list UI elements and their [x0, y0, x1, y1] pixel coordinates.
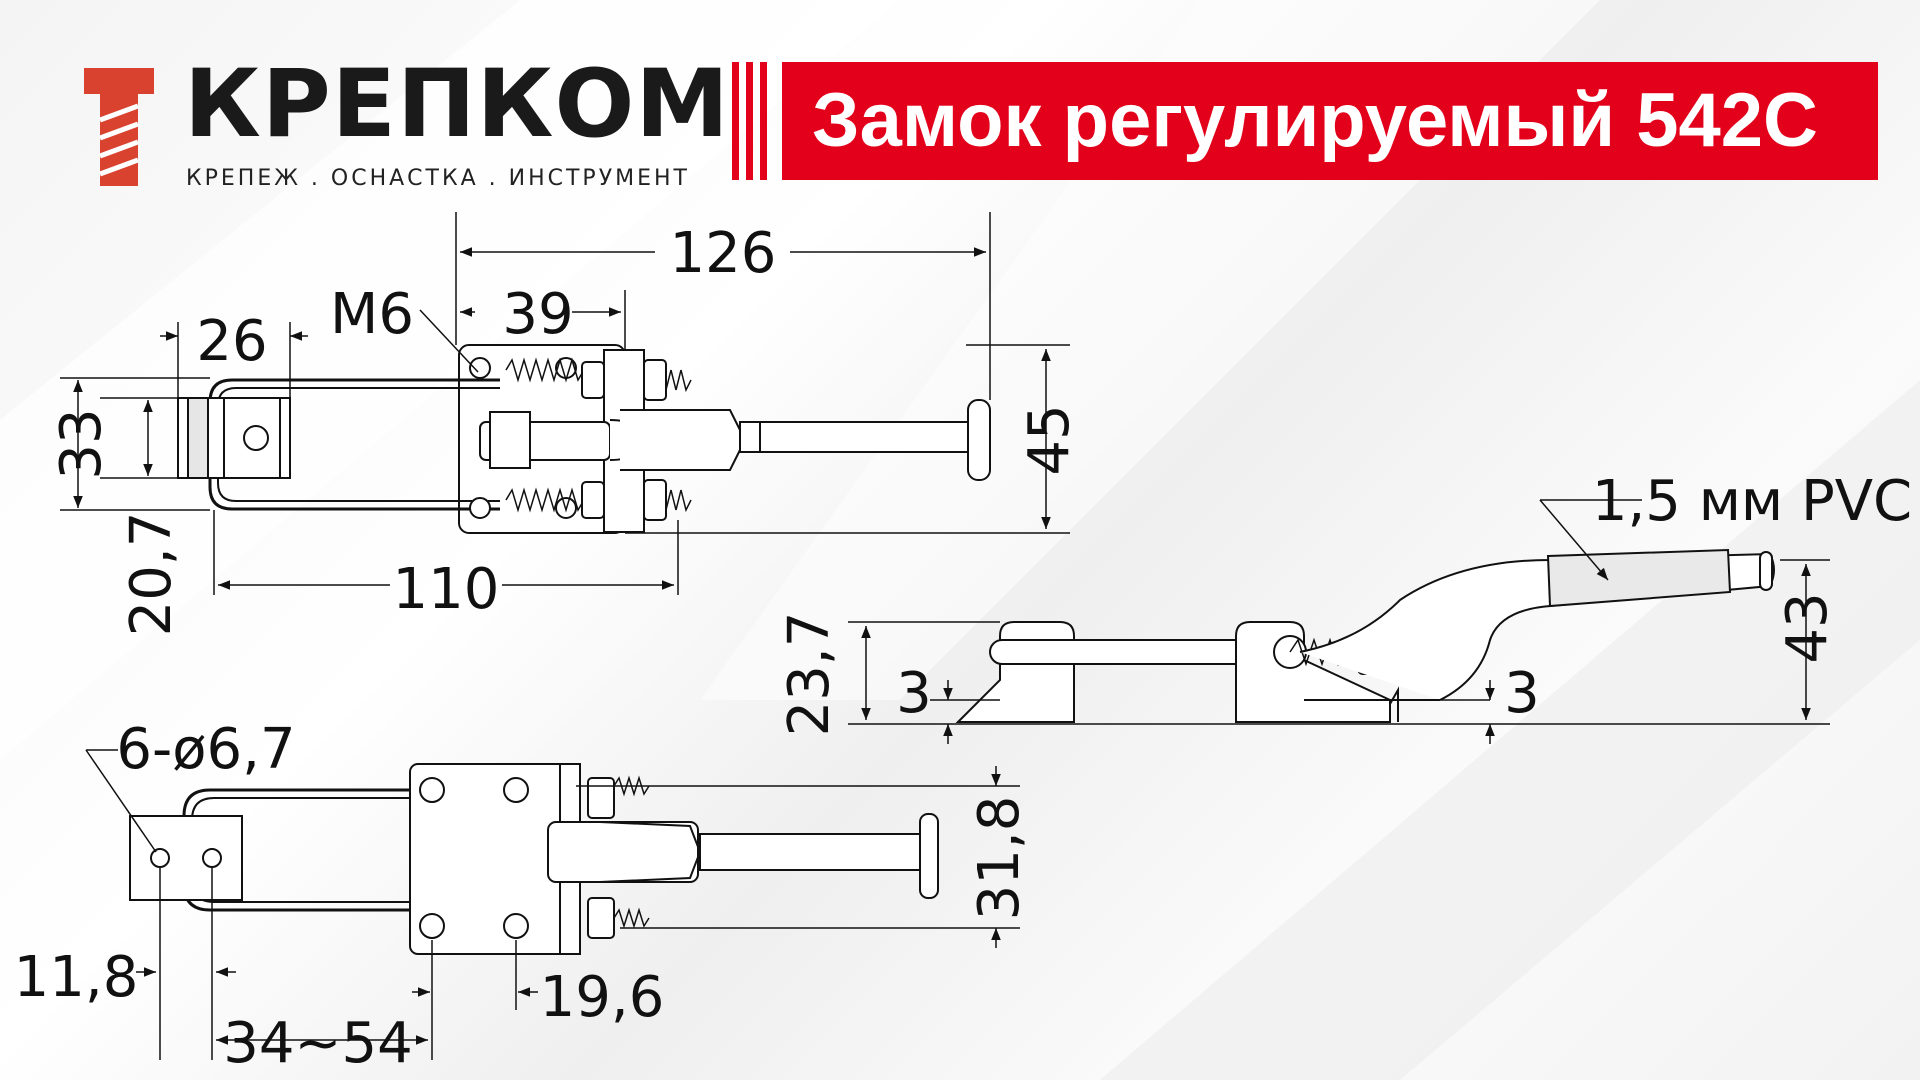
- dim-126: 126: [670, 221, 777, 286]
- bolt-logo-icon: [84, 68, 154, 186]
- dim-3-right: 3: [1504, 661, 1540, 726]
- brand-tagline: КРЕПЕЖ . ОСНАСТКА . ИНСТРУМЕНТ: [186, 166, 690, 191]
- dim-33: 33: [49, 408, 114, 479]
- dim-19-6: 19,6: [540, 965, 665, 1030]
- dim-110: 110: [393, 557, 500, 622]
- dim-23-7: 23,7: [777, 612, 842, 737]
- dim-43: 43: [1775, 592, 1840, 663]
- top-view: [177, 344, 991, 534]
- side-view-labels: 1,5 мм PVC 23,7 3 3 43: [777, 469, 1912, 736]
- title-banner: Замок регулируемый 542С: [782, 62, 1878, 180]
- brand-name: КРЕПКОМ: [184, 50, 730, 159]
- brand-logo: КРЕПКОМ КРЕПЕЖ . ОСНАСТКА . ИНСТРУМЕНТ: [84, 58, 729, 204]
- bottom-view-labels: 6-ø6,7 11,8 34~54 19,6 31,8: [14, 717, 1032, 1076]
- dim-m6: M6: [330, 282, 414, 347]
- product-title: Замок регулируемый 542С: [812, 78, 1818, 163]
- top-view-labels: 126 M6 39 26 110 33 20,7 45: [49, 221, 1082, 636]
- dim-11-8: 11,8: [14, 945, 139, 1010]
- dim-3-left: 3: [896, 661, 932, 726]
- dim-20-7: 20,7: [119, 512, 184, 637]
- dim-31-8: 31,8: [967, 796, 1032, 921]
- side-view: [955, 548, 1775, 723]
- dim-pvc: 1,5 мм PVC: [1592, 469, 1912, 534]
- dim-holes: 6-ø6,7: [116, 717, 295, 782]
- dim-34-54: 34~54: [223, 1011, 412, 1076]
- dim-45: 45: [1017, 404, 1082, 475]
- side-view-dimension-lines: [848, 499, 1830, 744]
- bottom-view-dimension-lines: [85, 749, 1020, 1060]
- bottom-view: [129, 763, 939, 955]
- dim-26: 26: [196, 309, 267, 374]
- title-stripes: [732, 62, 772, 180]
- top-view-dimension-lines: [60, 212, 1070, 595]
- dim-39: 39: [502, 282, 573, 347]
